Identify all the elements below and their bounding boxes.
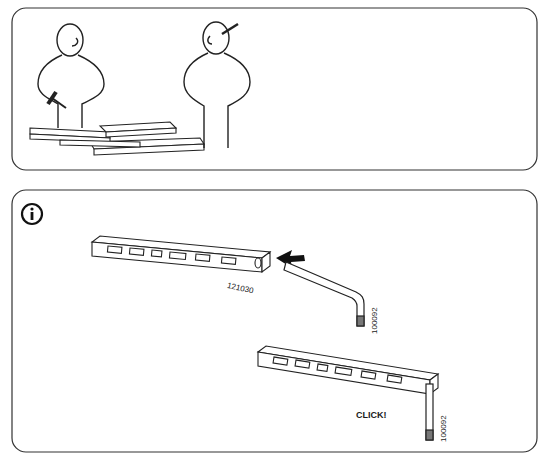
hex-key (284, 262, 364, 326)
hammer (48, 92, 66, 108)
part-number: 100092 (440, 415, 448, 442)
info-icon (22, 204, 42, 224)
part-number: 121030 (226, 282, 254, 295)
person-figure (184, 22, 250, 148)
pencil (222, 24, 238, 34)
panel-frame (12, 8, 537, 170)
person-figure (38, 24, 104, 128)
assembly-tool (92, 236, 270, 272)
hex-key (426, 384, 433, 440)
part-number: 100092 (371, 307, 379, 334)
click-note: CLICK! (356, 411, 387, 420)
assembly-tool (258, 346, 438, 394)
panel-frame (12, 190, 537, 452)
planks (30, 122, 204, 155)
